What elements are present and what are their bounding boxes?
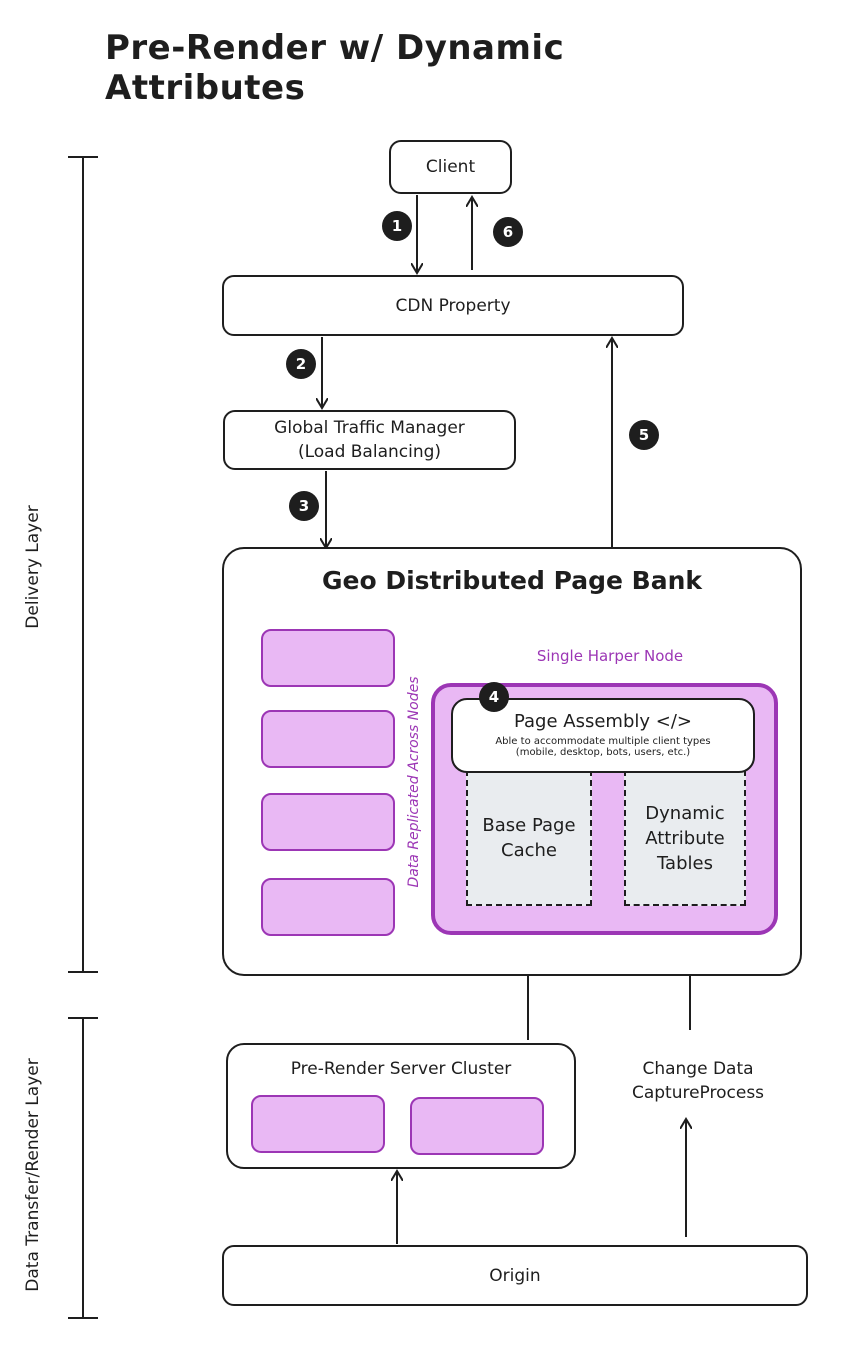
dyn-line2: Attribute	[645, 827, 725, 849]
replicated-label: Data Replicated Across Nodes	[406, 676, 422, 888]
gtm-label-line2: (Load Balancing)	[297, 442, 442, 462]
cdn-property-box: CDN Property	[222, 275, 684, 336]
change-data-capture-label: Change Data CaptureProcess	[608, 1057, 788, 1105]
step-badge-3: 3	[289, 491, 319, 521]
page-assembly-sub1: Able to accommodate multiple client type…	[495, 736, 711, 747]
dyn-line3: Tables	[657, 852, 713, 874]
page-bank-title: Geo Distributed Page Bank	[321, 566, 703, 595]
page-assembly-title: Page Assembly </>	[513, 711, 692, 732]
page-assembly-box: Page Assembly </> Able to accommodate mu…	[451, 698, 755, 773]
render-server	[251, 1095, 385, 1153]
step-badge-1: 1	[382, 211, 412, 241]
step-badge-2: 2	[286, 349, 316, 379]
origin-box: Origin	[222, 1245, 808, 1306]
transfer-layer-label: Data Transfer/Render Layer	[23, 1058, 43, 1292]
replica-node	[261, 793, 395, 851]
base-cache-line2: Cache	[501, 840, 557, 861]
harper-node-label: Single Harper Node	[536, 647, 684, 665]
cdc-line1: Change Data	[642, 1059, 754, 1079]
replica-node	[261, 878, 395, 936]
gtm-label-line1: Global Traffic Manager	[274, 418, 465, 438]
base-page-cache-box: Base Page Cache	[466, 770, 592, 906]
page-assembly-sub2: (mobile, desktop, bots, users, etc.)	[515, 747, 691, 758]
base-cache-line1: Base Page	[482, 815, 576, 836]
replica-node	[261, 629, 395, 687]
cdc-line2: CaptureProcess	[631, 1083, 765, 1103]
render-server	[410, 1097, 544, 1155]
client-box: Client	[389, 140, 512, 194]
step-badge-4: 4	[479, 682, 509, 712]
replica-node	[261, 710, 395, 768]
global-traffic-manager-box: Global Traffic Manager (Load Balancing)	[223, 410, 516, 470]
step-badge-5: 5	[629, 420, 659, 450]
dyn-line1: Dynamic	[645, 802, 725, 824]
transfer-layer-bracket	[68, 1017, 98, 1319]
prerender-cluster-label: Pre-Render Server Cluster	[290, 1059, 512, 1079]
dynamic-attribute-tables-box: Dynamic Attribute Tables	[624, 770, 746, 906]
step-badge-6: 6	[493, 217, 523, 247]
delivery-layer-bracket	[68, 156, 98, 973]
diagram-title: Pre-Render w/ Dynamic Attributes	[105, 28, 565, 108]
delivery-layer-label: Delivery Layer	[23, 505, 43, 629]
